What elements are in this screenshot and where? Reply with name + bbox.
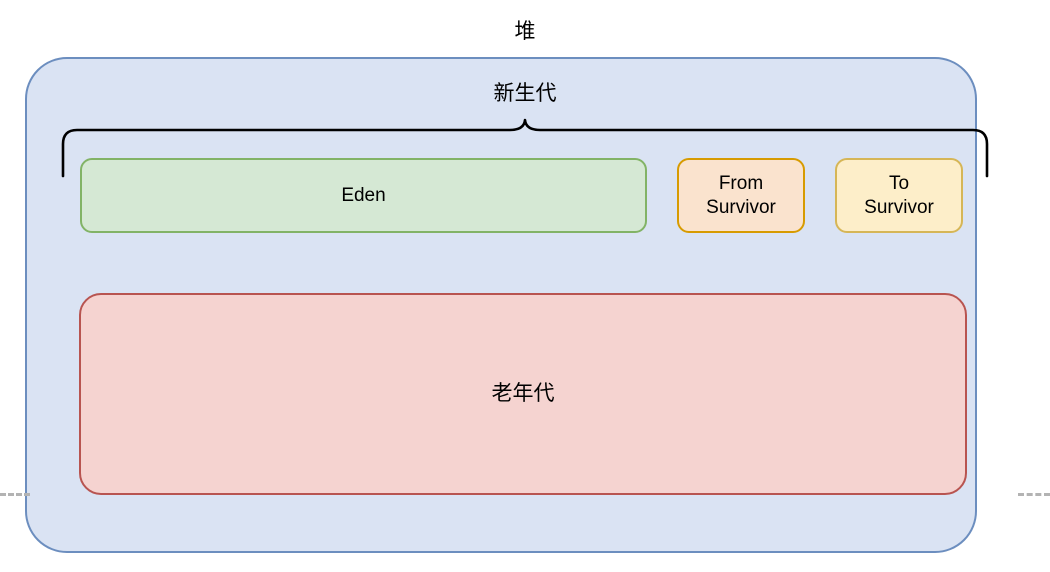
cut-line-left	[0, 493, 30, 496]
region-to-survivor-label: To Survivor	[864, 172, 934, 218]
region-to-survivor: To Survivor	[835, 158, 963, 233]
region-from-survivor: From Survivor	[677, 158, 805, 233]
region-eden: Eden	[80, 158, 647, 233]
region-old-generation-label: 老年代	[491, 382, 555, 405]
young-generation-label: 新生代	[493, 82, 557, 105]
region-eden-label: Eden	[341, 184, 386, 206]
page-title: 堆	[514, 20, 536, 43]
region-old-generation: 老年代	[79, 293, 967, 495]
region-from-survivor-label: From Survivor	[706, 172, 776, 218]
cut-line-right	[1018, 493, 1050, 496]
